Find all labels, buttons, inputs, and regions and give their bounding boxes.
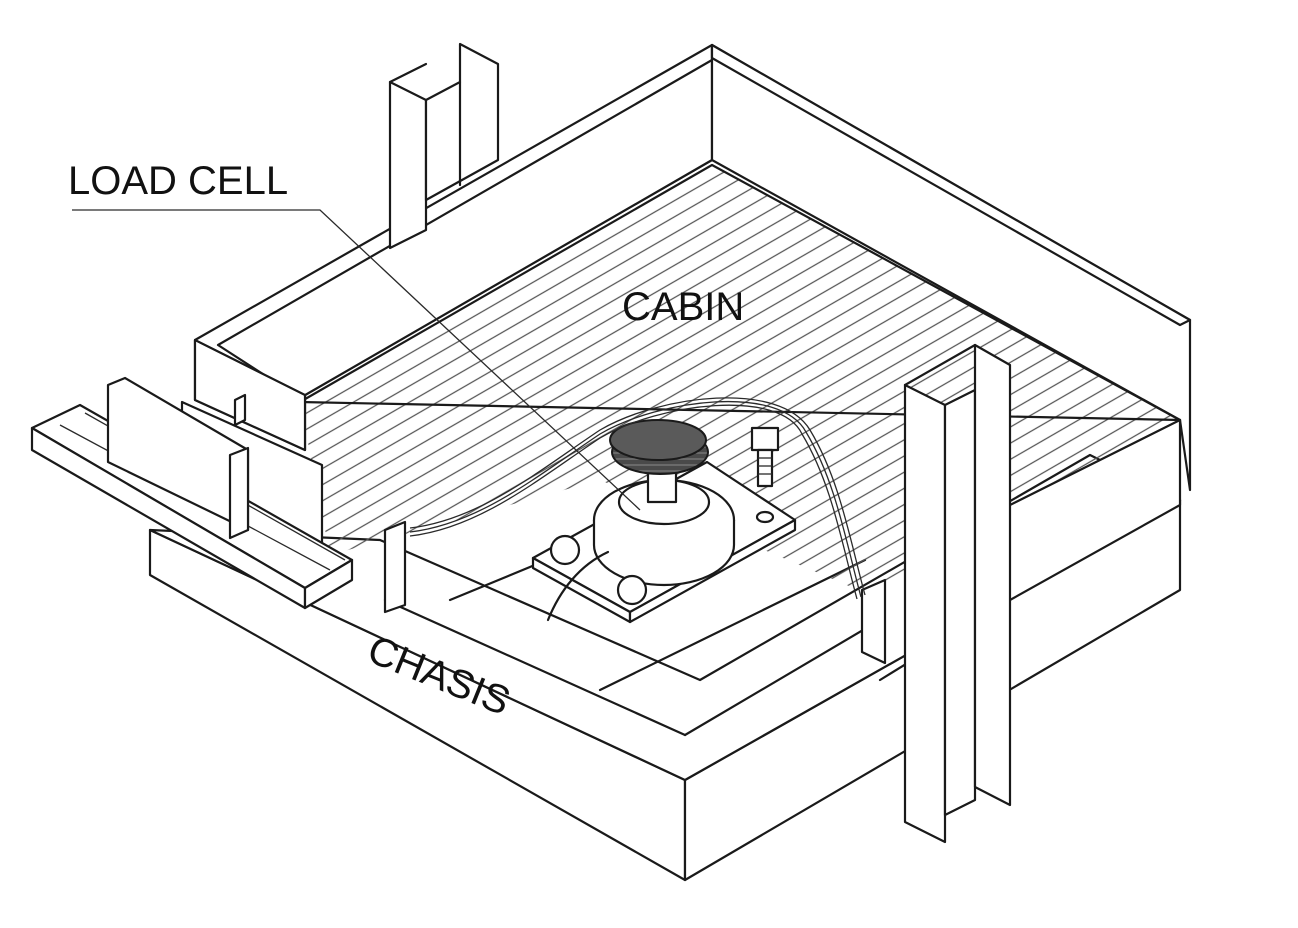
load-cell-label: LOAD CELL [68,159,288,203]
load-cell [531,419,797,624]
left-rail-bracket [30,376,354,610]
rear-upright-channel [388,42,500,250]
load-cell-leader-line [72,209,641,511]
front-upright-channel [383,343,1012,844]
cabin-label: CABIN [622,285,744,329]
load-cell-cable [409,397,866,600]
bolt [750,426,780,488]
